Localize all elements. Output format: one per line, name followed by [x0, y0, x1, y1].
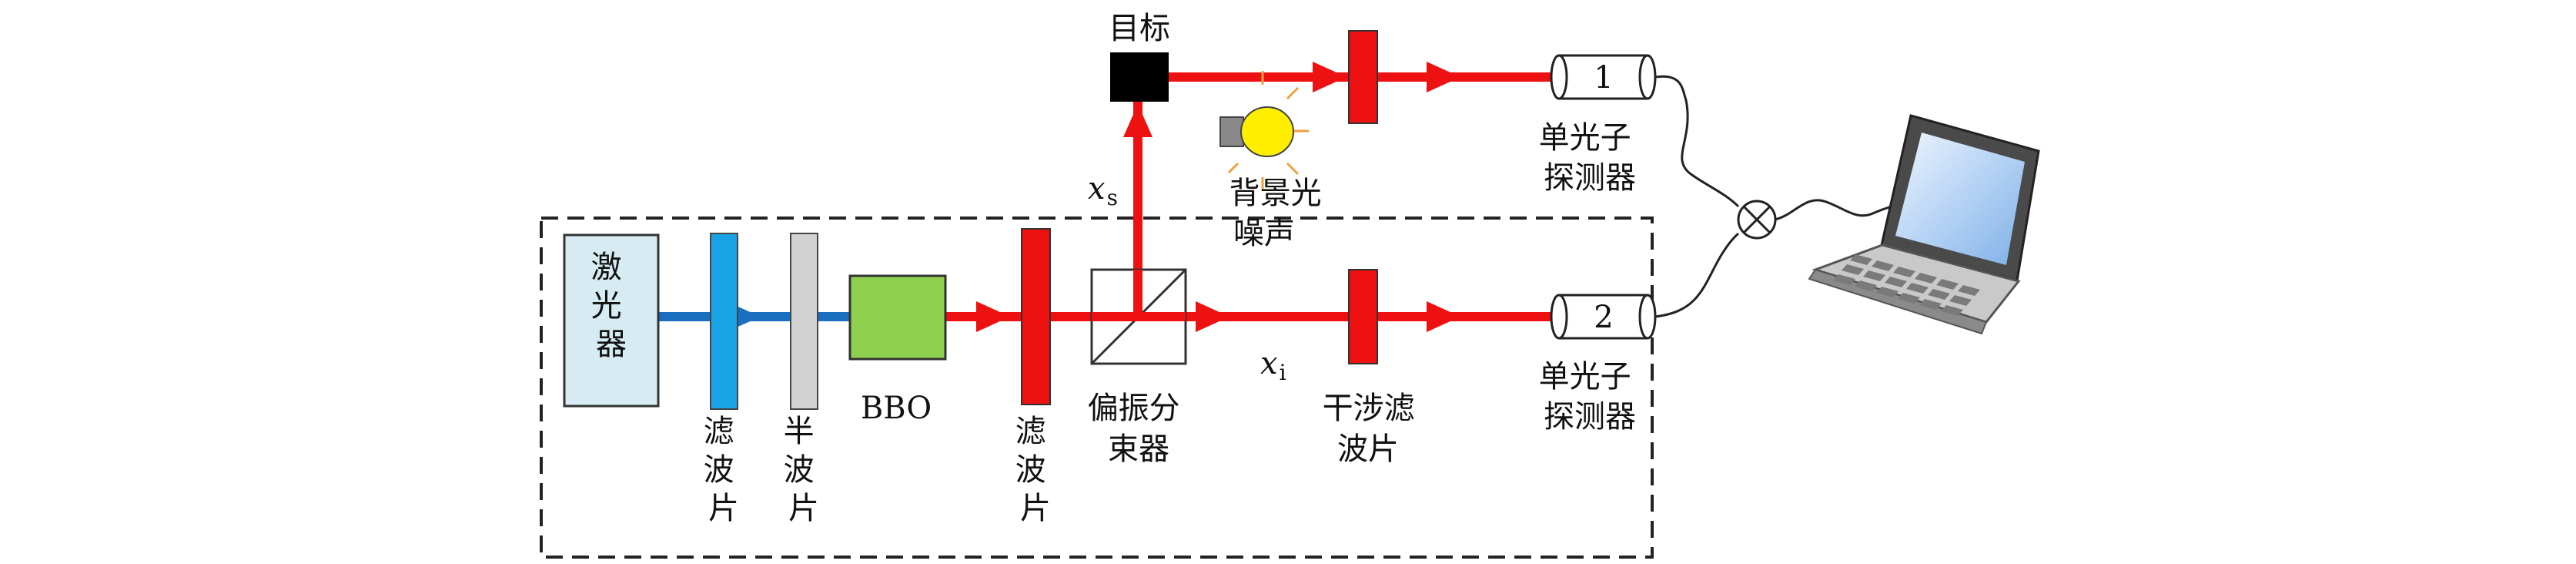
bbo-label: BBO — [861, 391, 932, 426]
detector-2-number: 2 — [1594, 300, 1613, 335]
detector-2 — [1550, 294, 1657, 340]
laser-box — [563, 233, 660, 408]
target-block — [1110, 52, 1169, 102]
cable-detector-2 — [1654, 232, 1739, 318]
detector-1 — [1550, 54, 1657, 100]
cable-detector-1 — [1654, 75, 1740, 208]
interference-filter-label: 干涉滤 波片 — [1323, 391, 1425, 467]
upper-interference-filter — [1348, 30, 1378, 124]
blue-filter-label: 滤 波 片 — [704, 414, 744, 526]
laptop-icon — [1808, 114, 2040, 335]
lower-interference-filter — [1348, 269, 1378, 364]
pbs-label: 偏振分 束器 — [1088, 391, 1190, 467]
red-arrow-1 — [976, 301, 1010, 332]
half-wave-label: 半 波 片 — [784, 414, 825, 526]
source-enclosure — [540, 217, 1654, 559]
detector-2-label: 单光子 探测器 — [1539, 359, 1641, 435]
target-label: 目标 — [1109, 11, 1170, 46]
red-arrow-up — [1123, 104, 1153, 137]
xi-label: xi — [1260, 346, 1286, 385]
red-arrow-5 — [1427, 62, 1460, 92]
xs-label: xs — [1088, 171, 1118, 210]
red-filter-label: 滤 波 片 — [1015, 414, 1056, 526]
red-filter — [1021, 228, 1051, 405]
lamp-icon — [1219, 71, 1309, 191]
red-arrow-3 — [1427, 301, 1460, 332]
laser-label: 激 光 器 — [591, 250, 632, 362]
red-arrow-2 — [1196, 301, 1229, 332]
background-noise-label: 背景光 噪声 — [1229, 176, 1332, 251]
bbo-crystal — [848, 274, 947, 361]
cable-to-laptop — [1774, 199, 1902, 221]
detector-1-label: 单光子 探测器 — [1539, 120, 1641, 196]
blue-filter — [710, 233, 738, 410]
red-arrow-4 — [1313, 62, 1347, 92]
half-wave-plate — [790, 233, 818, 410]
detector-1-number: 1 — [1594, 60, 1613, 96]
multiplier-icon — [1737, 200, 1777, 240]
